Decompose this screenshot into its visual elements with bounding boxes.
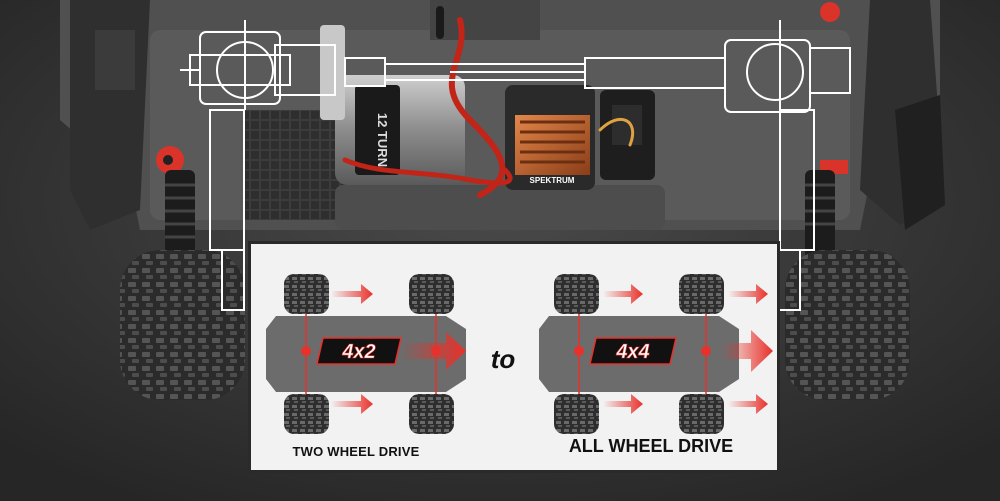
wheel-rear-right bbox=[785, 250, 910, 400]
arrow-rr-awd bbox=[728, 394, 768, 414]
rear-bumper bbox=[860, 0, 945, 230]
drivetrain-overlay bbox=[180, 20, 851, 311]
wheel-front-left bbox=[120, 250, 245, 400]
wheel-rl-2wd bbox=[409, 274, 454, 314]
shock-right bbox=[805, 170, 835, 260]
wheel-rl-awd bbox=[679, 274, 724, 314]
badge-4x2-text: 4x2 bbox=[341, 341, 375, 363]
wheel-fl-awd bbox=[554, 274, 599, 314]
front-bumper bbox=[70, 0, 150, 230]
all-wheel-drive-diagram: 4x4 bbox=[539, 274, 773, 434]
arrow-main-awd bbox=[721, 330, 773, 372]
two-wheel-drive-diagram: 4x2 bbox=[266, 274, 466, 434]
to-connector: to bbox=[490, 344, 516, 374]
arrow-front-left-2wd bbox=[331, 284, 373, 304]
motor-label: 12 TURN bbox=[375, 113, 390, 167]
wheel-fl-2wd bbox=[284, 274, 329, 314]
wires bbox=[342, 6, 635, 198]
shock-left bbox=[165, 170, 195, 260]
arrow-rl-awd bbox=[728, 284, 768, 304]
all-wheel-drive-caption: ALL WHEEL DRIVE bbox=[568, 436, 734, 456]
esc: SPEKTRUM bbox=[505, 85, 595, 190]
arrow-fl-awd bbox=[603, 284, 643, 304]
esc-label: SPEKTRUM bbox=[530, 176, 575, 185]
servo bbox=[600, 90, 655, 180]
motor: 12 TURN bbox=[320, 25, 465, 185]
badge-4x4-text: 4x4 bbox=[615, 341, 649, 363]
wheel-fr-awd bbox=[554, 394, 599, 434]
drive-diagram: 4x2 4x4 bbox=[266, 274, 773, 434]
drive-comparison-panel: 4x2 4x4 to TWO WHEEL DRIVE ALL WH bbox=[248, 241, 780, 473]
red-mount-top bbox=[820, 2, 840, 22]
arrow-main-2wd bbox=[401, 332, 466, 370]
wheel-fr-2wd bbox=[284, 394, 329, 434]
wheel-rr-2wd bbox=[409, 394, 454, 434]
two-wheel-drive-caption: TWO WHEEL DRIVE bbox=[292, 444, 420, 459]
arrow-front-right-2wd bbox=[331, 394, 373, 414]
badge-4x2: 4x2 bbox=[316, 337, 402, 365]
badge-4x4: 4x4 bbox=[589, 337, 677, 365]
wheel-rr-awd bbox=[679, 394, 724, 434]
arrow-fr-awd bbox=[603, 394, 643, 414]
